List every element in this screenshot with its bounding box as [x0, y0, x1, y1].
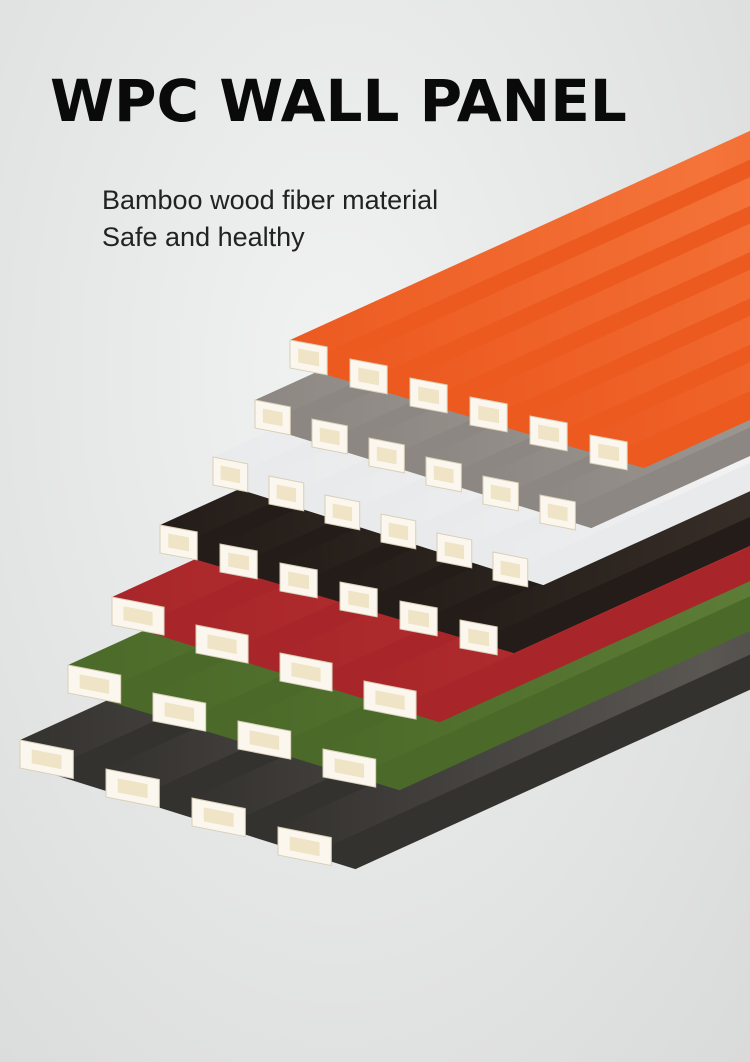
panel-hollow-core: [262, 408, 283, 427]
panel-hollow-core: [332, 503, 353, 522]
panel-hollow-core: [444, 541, 465, 560]
panel-rib: [350, 177, 750, 371]
panel-hollow-core: [468, 628, 490, 647]
panel-hollow-core: [547, 503, 568, 522]
panel-hollow-core: [123, 606, 153, 626]
panel-hollow-core: [500, 560, 521, 579]
panel-hollow-core: [433, 465, 454, 484]
panel-hollow-core: [408, 609, 430, 628]
panel-hollow-core: [319, 427, 340, 446]
panel-hollow-core: [598, 443, 620, 462]
panel-hollow-core: [249, 730, 280, 750]
panel-hollow-core: [207, 634, 237, 654]
panel-hollow-core: [276, 484, 297, 503]
panel-rib: [530, 316, 750, 428]
panel-hollow-core: [478, 405, 500, 424]
panel-hollow-core: [418, 386, 440, 405]
panel-orange: [289, 130, 750, 471]
panel-hollow-core: [168, 533, 190, 552]
panel-hollow-core: [375, 690, 405, 710]
panel-hollow-core: [490, 484, 511, 503]
panel-rib: [470, 269, 750, 409]
panel-hollow-core: [117, 778, 148, 799]
panel-hollow-core: [164, 702, 195, 722]
panel-hollow-core: [298, 348, 320, 367]
panel-hollow-core: [203, 807, 234, 828]
panel-hollow-core: [291, 662, 321, 682]
panel-hollow-core: [358, 367, 380, 386]
tagline-material: Bamboo wood fiber material: [102, 185, 439, 215]
panel-hollow-core: [376, 446, 397, 465]
tagline-safety: Safe and healthy: [102, 222, 305, 252]
panel-rib: [290, 130, 750, 352]
panel-hollow-core: [334, 758, 365, 778]
page-title: WPC WALL PANEL: [50, 67, 627, 135]
panel-hollow-core: [289, 836, 320, 857]
panel-rib: [590, 362, 750, 447]
panel-hollow-core: [220, 465, 241, 484]
panel-hollow-core: [79, 674, 110, 694]
panel-hollow-core: [288, 571, 310, 590]
panel-hollow-core: [31, 749, 62, 770]
panel-hollow-core: [388, 522, 409, 541]
panel-rib: [410, 223, 750, 390]
panel-hollow-core: [228, 552, 250, 571]
panel-hollow-core: [538, 424, 560, 443]
panel-hollow-core: [348, 590, 370, 609]
